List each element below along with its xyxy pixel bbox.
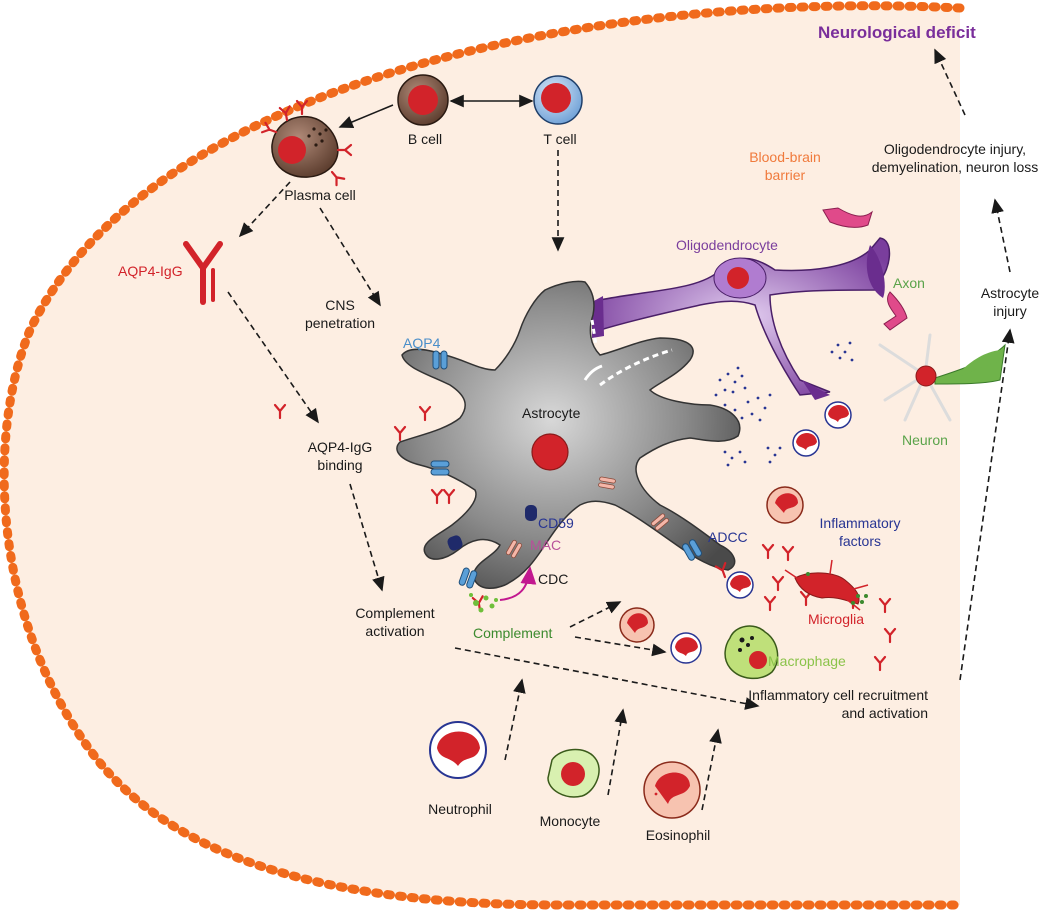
pathway-arrows (227, 48, 1015, 811)
inflammatory-recruitment-label: Inflammatory cell recruitment and activa… (748, 687, 928, 721)
macrophage-cell (724, 625, 779, 680)
plasma-cell (260, 99, 353, 187)
macrophage-label: Macrophage (768, 653, 846, 669)
neutrophil-label: Neutrophil (428, 801, 492, 817)
monocyte-cell (547, 748, 600, 798)
aqp4-igg-label: AQP4-IgG (118, 263, 183, 279)
arrow-bcell-to-plasma (338, 104, 394, 129)
mac-label: MAC (530, 537, 562, 553)
cdc-arrow (499, 566, 537, 601)
oligodendrocyte-cell (592, 237, 891, 400)
eosinophil-cell (643, 761, 701, 819)
b-cell (397, 74, 449, 126)
arrow-igg-to-binding (227, 291, 319, 424)
arrow-monocyte-up (607, 708, 628, 796)
plasma-cell-label: Plasma cell (284, 187, 356, 203)
inflammatory-factors-label: Inflammatory factors (819, 515, 901, 549)
cns-penetration-label: CNS penetration (304, 297, 376, 331)
blood-brain-barrier-label: Blood-brain barrier (749, 149, 821, 183)
aqp4-igg-antibody-icon (183, 241, 223, 305)
cd59-markers (447, 505, 537, 551)
aqp4-igg-binding-label: AQP4-IgG binding (307, 439, 373, 473)
complement-particles (469, 593, 498, 613)
microglia-cell (784, 559, 869, 611)
axon-label: Axon (893, 275, 925, 291)
arrow-plasma-to-cns (319, 207, 381, 307)
arrow-binding-to-complement (349, 483, 385, 592)
neuron-cell (878, 333, 1006, 422)
complement-activation-label: Complement activation (355, 605, 435, 639)
arrow-activation-to-recruitment (454, 647, 760, 710)
aqp4-label: AQP4 (403, 335, 441, 351)
b-cell-label: B cell (407, 131, 443, 147)
astrocyte-injury-label: Astrocyte injury (980, 285, 1040, 319)
cdc-label: CDC (538, 571, 569, 587)
arrow-astro-injury-to-oligo (991, 198, 1011, 273)
arrow-oligo-to-deficit (934, 48, 966, 116)
astrocyte-label: Astrocyte (522, 405, 581, 421)
oligodendrocyte-injury-label: Oligodendrocyte injury, demyelination, n… (871, 141, 1039, 175)
monocyte-label: Monocyte (539, 813, 601, 829)
complement-label: Complement (473, 625, 553, 641)
arrow-eosinophil-up (701, 728, 722, 811)
cd59-label: CD59 (538, 515, 574, 531)
eosinophil-label: Eosinophil (645, 827, 711, 843)
inflammatory-factor-dots (714, 341, 854, 467)
arrow-complement-to-neut (574, 636, 667, 657)
arrow-plasma-to-igg (238, 181, 291, 238)
tissue-neutrophils (619, 401, 852, 664)
arrow-neutrophil-up (504, 678, 526, 761)
neuron-label: Neuron (902, 432, 948, 448)
t-cell (533, 75, 583, 125)
microglia-label: Microglia (808, 611, 865, 627)
astrocyte-cell (396, 280, 741, 590)
arrow-recruitment-to-astro-injury (959, 328, 1015, 681)
neutrophil-cell (429, 721, 487, 779)
adcc-label: ADCC (708, 529, 748, 545)
axon-terminals (822, 207, 908, 331)
oligodendrocyte-label: Oligodendrocyte (676, 237, 778, 253)
t-cell-label: T cell (543, 131, 577, 147)
neurological-deficit-title: Neurological deficit (818, 23, 976, 42)
